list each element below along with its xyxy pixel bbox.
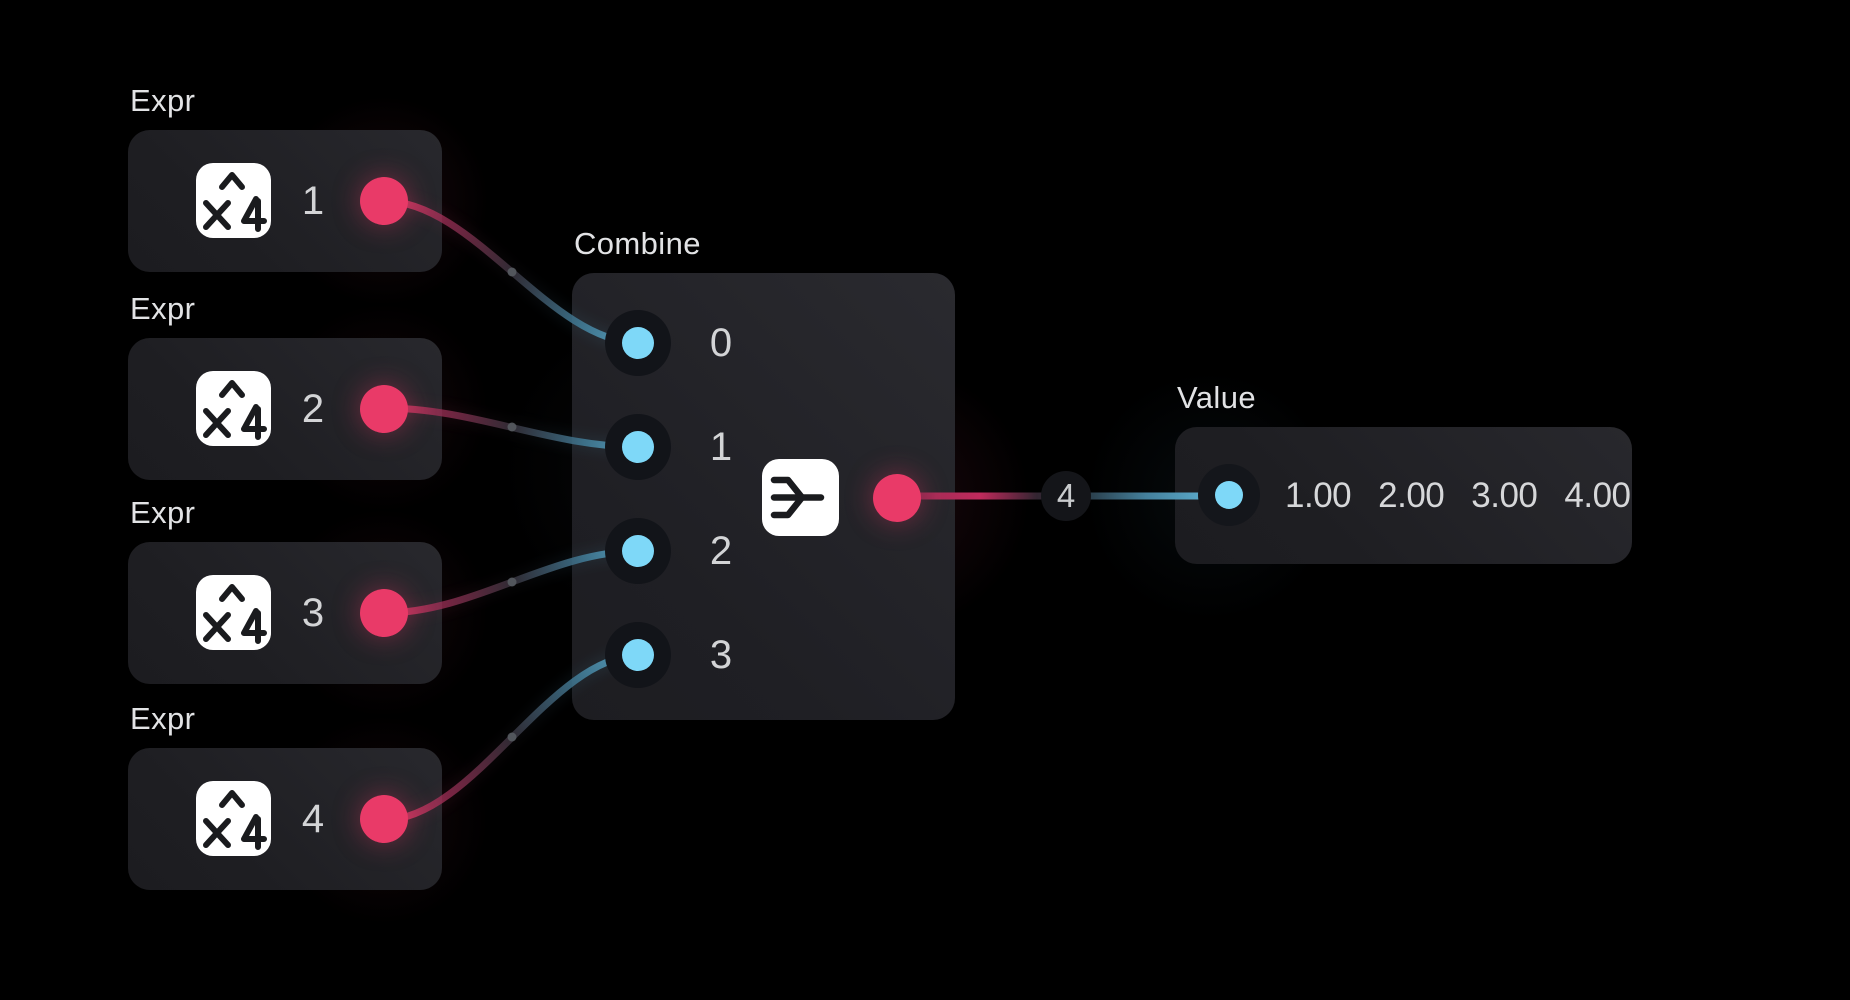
expr3-output-port[interactable] (360, 589, 408, 637)
wire-particle (507, 422, 517, 432)
node-title: Expr (130, 291, 196, 326)
expr-value: 3 (301, 590, 325, 635)
wire-particle (507, 577, 517, 587)
node-title: Expr (130, 495, 196, 530)
expr-node-body[interactable]: 4 (128, 748, 442, 890)
expr1-output-port[interactable] (360, 177, 408, 225)
combine-input-port-2[interactable] (605, 518, 671, 584)
combine-port-label-2: 2 (709, 528, 733, 573)
combine-port-label-0: 0 (709, 320, 733, 365)
combine-input-port-3[interactable] (605, 622, 671, 688)
combine-output-port[interactable] (873, 474, 921, 522)
expr-value: 4 (301, 796, 325, 841)
expr-value: 2 (301, 386, 325, 431)
expr4-output-port[interactable] (360, 795, 408, 843)
node-title: Combine (574, 226, 701, 261)
expr-node-body[interactable]: 2 (128, 338, 442, 480)
port-dot (1215, 481, 1243, 509)
x-power-4-icon (196, 371, 271, 446)
value-node-body[interactable]: 1.00 2.00 3.00 4.00 (1175, 427, 1632, 564)
value-output-1: 2.00 (1378, 475, 1445, 515)
expr2-output-port[interactable] (360, 385, 408, 433)
port-dot (622, 327, 654, 359)
x-power-4-icon (196, 163, 271, 238)
combine-node-body[interactable]: 0 1 2 3 (572, 273, 955, 720)
merge-icon (762, 459, 839, 536)
expr-value: 1 (301, 178, 325, 223)
combine-input-port-1[interactable] (605, 414, 671, 480)
value-input-port[interactable] (1198, 464, 1260, 526)
port-dot (622, 639, 654, 671)
expr-node-body[interactable]: 3 (128, 542, 442, 684)
wire-particle (507, 267, 517, 277)
node-title: Expr (130, 83, 196, 118)
connection-value-count-badge: 4 (1041, 471, 1091, 521)
port-dot (622, 535, 654, 567)
combine-input-port-0[interactable] (605, 310, 671, 376)
value-output-3: 4.00 (1564, 475, 1631, 515)
combine-port-label-3: 3 (709, 632, 733, 677)
value-output-2: 3.00 (1471, 475, 1538, 515)
wire-particle (507, 732, 517, 742)
combine-port-label-1: 1 (709, 424, 733, 469)
node-title: Expr (130, 701, 196, 736)
node-title: Value (1177, 380, 1256, 415)
x-power-4-icon (196, 575, 271, 650)
expr-node-body[interactable]: 1 (128, 130, 442, 272)
value-output-list: 1.00 2.00 3.00 4.00 (1285, 427, 1631, 564)
port-dot (622, 431, 654, 463)
x-power-4-icon (196, 781, 271, 856)
value-output-0: 1.00 (1285, 475, 1352, 515)
